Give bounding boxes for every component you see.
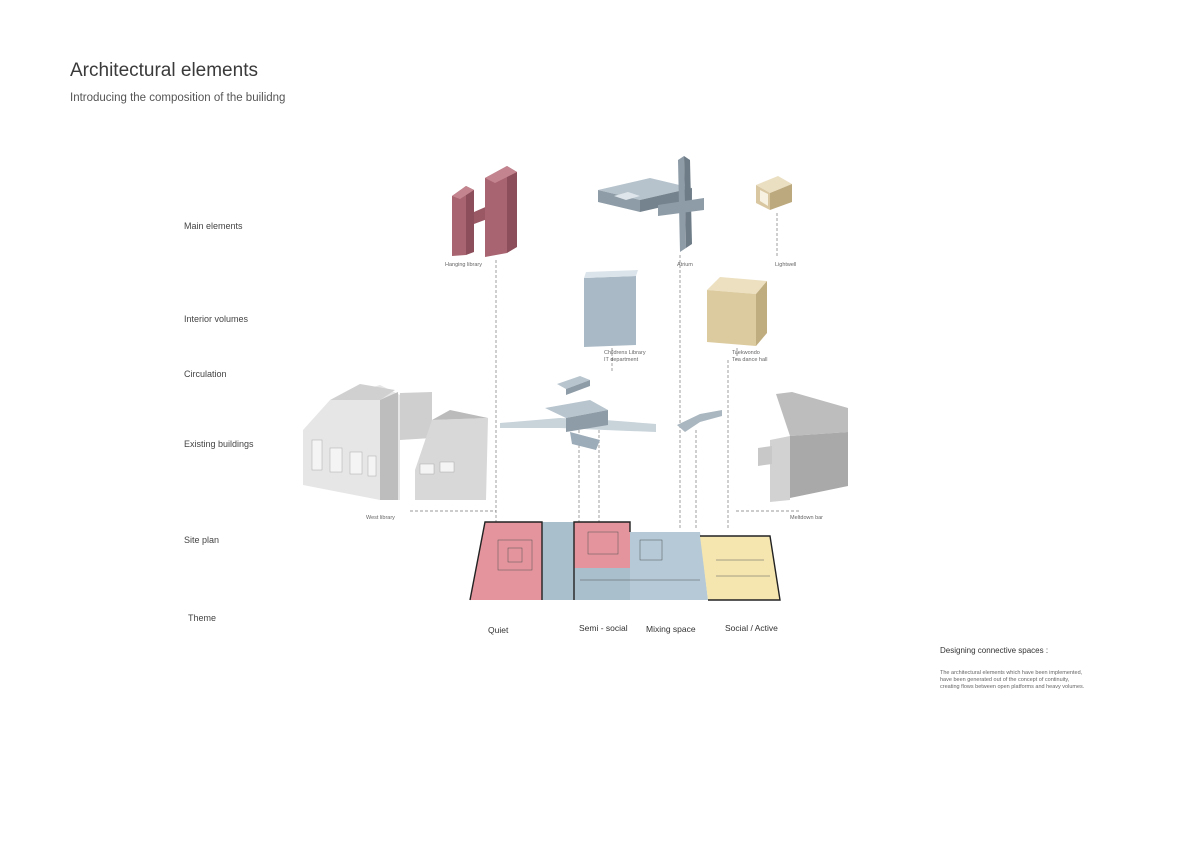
page-subtitle: Introducing the composition of the buili… — [70, 92, 286, 104]
note-text: The architectural elements which have be… — [940, 670, 1130, 691]
caption-hanging-library: Hanging library — [445, 262, 482, 268]
caption-lightwell: Lightwell — [775, 262, 797, 268]
theme-semi-social: Semi - social — [579, 623, 628, 633]
note-line-1: The architectural elements which have be… — [940, 670, 1083, 676]
childrens-library-volume — [584, 270, 638, 347]
taekwondo-volume — [707, 277, 767, 346]
caption-meltdown-bar: Meltdown bar — [790, 515, 824, 521]
circulation-models — [500, 376, 722, 450]
caption-taekwondo: Taekwondo Tea dance hall — [732, 350, 767, 364]
caption-atrium: Atrium — [677, 262, 693, 268]
row-label-existing-buildings: Existing buildings — [184, 439, 254, 449]
caption-taekwondo-line1: Taekwondo — [732, 350, 760, 356]
hanging-library-model — [452, 166, 517, 257]
row-label-interior-volumes: Interior volumes — [184, 314, 249, 324]
lightwell-model — [756, 176, 792, 210]
west-library-model — [303, 384, 488, 500]
caption-it-department: IT department — [604, 357, 639, 363]
caption-west-library: West library — [366, 515, 395, 521]
theme-social-active: Social / Active — [725, 623, 778, 633]
note-line-2: have been generated out of the concept o… — [940, 677, 1070, 683]
atrium-model — [598, 156, 704, 252]
caption-tea-dance-hall: Tea dance hall — [732, 357, 768, 363]
connector-lines — [410, 213, 800, 528]
row-label-site-plan: Site plan — [184, 535, 220, 545]
note-line-3: creating flows between open platforms an… — [940, 684, 1085, 690]
site-plan — [469, 521, 781, 601]
row-label-main-elements: Main elements — [184, 221, 243, 231]
theme-mixing-space: Mixing space — [646, 624, 696, 634]
row-label-theme: Theme — [188, 613, 217, 623]
page-title: Architectural elements — [70, 60, 258, 81]
theme-quiet: Quiet — [488, 625, 509, 635]
caption-childrens-library: Childrens Library IT department — [604, 350, 646, 364]
note-title: Designing connective spaces : — [940, 646, 1049, 655]
meltdown-bar-model — [758, 392, 848, 502]
row-label-circulation: Circulation — [184, 369, 227, 379]
caption-childrens-library-line1: Childrens Library — [604, 350, 646, 356]
